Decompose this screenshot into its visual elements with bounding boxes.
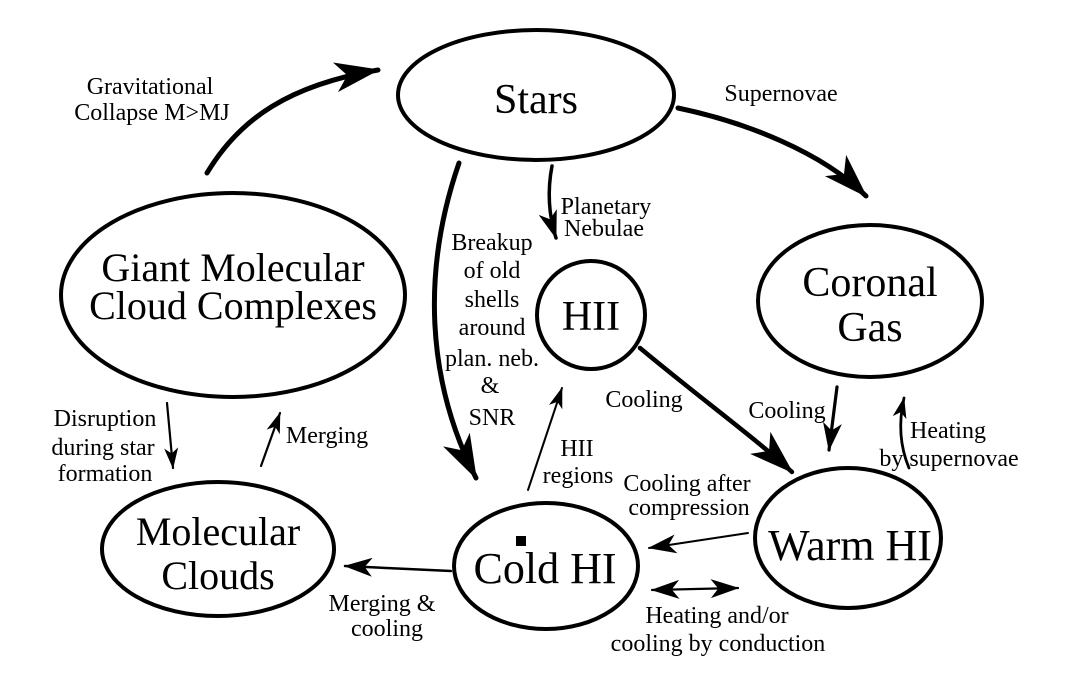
arrow-merging-cooling [343,557,453,577]
node-molecular-clouds-label-line2: Clouds [161,553,274,598]
cold-hi-dot [516,536,526,546]
node-hii-label: HII [562,294,620,340]
label-hii-regions-line1: HII [560,436,593,462]
label-breakup-line4: around [459,315,526,341]
label-cooling-hii-to-warm: Cooling [605,387,682,413]
label-gravitational-collapse-line2: Collapse M>MJ [74,100,230,126]
arrow-heating-by-supernovae [892,396,911,470]
label-cooling-after-compression-line1: Cooling after [623,471,750,497]
label-breakup-line7: SNR [469,405,516,431]
label-heating-by-supernovae-line2: by supernovae [879,446,1018,472]
arrow-disruption [164,401,179,470]
node-gmcc-label-line1: Giant Molecular [101,245,364,290]
label-breakup-line6: & [481,373,500,399]
node-giant-molecular-cloud-complexes-ellipse [59,191,407,399]
label-disruption-line2: during star [51,435,154,461]
node-molecular-clouds-label-line1: Molecular [136,509,300,554]
label-heating-by-supernovae-line1: Heating [910,418,986,444]
label-merging: Merging [286,423,368,449]
arrow-conduction-double [650,579,740,599]
arrow-breakup-shells [431,160,479,481]
label-cooling-after-compression-line2: compression [628,495,749,521]
label-merging-cooling-line1: Merging & [329,591,436,617]
arrow-hii-regions [527,387,563,491]
label-merging-cooling-line2: cooling [351,616,423,642]
label-breakup-line2: of old [464,258,521,284]
node-coronal-gas-label-line1: Coronal [802,260,937,306]
arrow-cooling-hii-to-warm [637,345,795,475]
label-planetary-nebulae-line1: Planetary [561,194,652,220]
node-cold-hi-ellipse [452,501,640,631]
label-breakup-line3: shells [465,287,520,313]
label-conduction-line1: Heating and/or [645,603,788,629]
node-coronal-gas-label-line2: Gas [837,305,902,351]
node-hii-circle [535,259,647,371]
node-warm-hi-ellipse [753,466,943,610]
node-coronal-gas-ellipse [756,223,984,379]
node-stars-ellipse [396,28,676,162]
arrow-merging [259,411,282,468]
label-breakup-line5: plan. neb. [445,346,539,372]
label-conduction-line2: cooling by conduction [611,631,826,657]
label-supernovae: Supernovae [724,81,837,107]
node-stars-label: Stars [494,77,578,123]
arrow-gravitational-collapse [204,62,381,176]
label-disruption-line3: formation [58,461,153,487]
node-warm-hi-label: Warm HI [768,521,932,570]
label-planetary-nebulae-line2: Nebulae [564,216,644,242]
arrow-cooling-after-compression [647,532,749,554]
node-molecular-clouds-ellipse [100,480,336,618]
label-disruption-line1: Disruption [54,406,157,432]
arrow-supernovae [675,105,869,199]
node-cold-hi-label: Cold HI [474,544,617,593]
node-gmcc-label-line2: Cloud Complexes [89,283,377,328]
arrow-planetary-nebulae [538,164,558,240]
label-hii-regions-line2: regions [543,463,614,489]
arrow-cooling-coronal-to-warm [823,385,842,452]
label-gravitational-collapse-line1: Gravitational [87,74,214,100]
label-cooling-coronal-to-warm: Cooling [748,398,825,424]
label-breakup-line1: Breakup [451,230,532,256]
